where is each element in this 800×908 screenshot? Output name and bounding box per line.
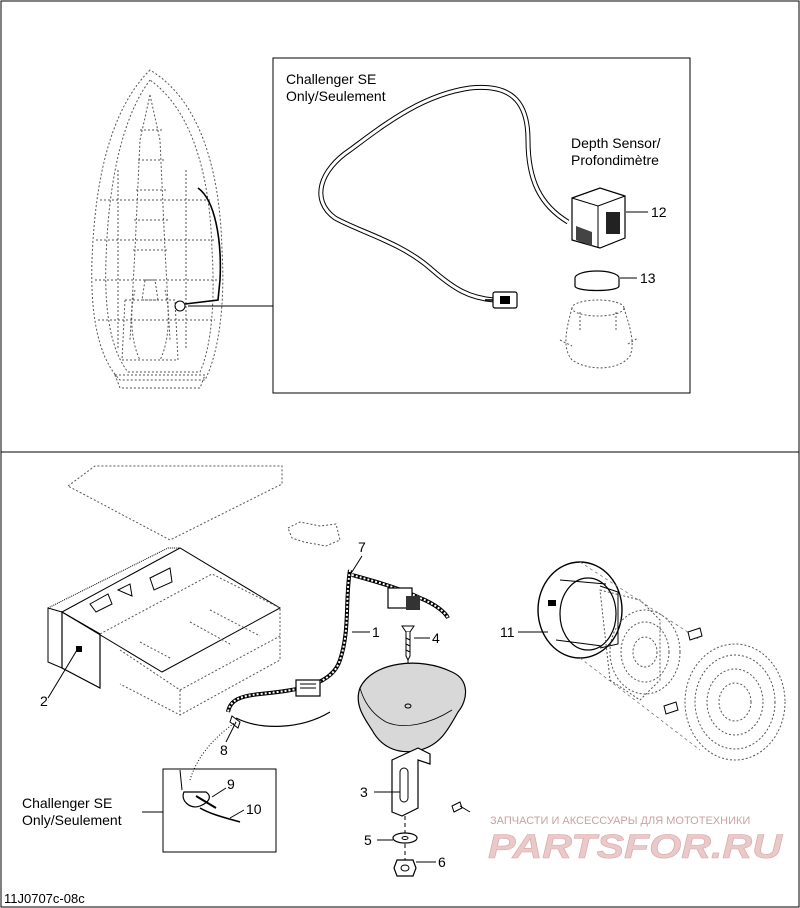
- small-screw-drawing: [451, 801, 471, 813]
- bottom-inset-title: Challenger SE Only/Seulement: [22, 795, 122, 828]
- callout-7-leader: [349, 555, 363, 576]
- callout-10-leader: [229, 809, 245, 819]
- callout-5: 5: [364, 832, 372, 848]
- radio-unit-part: [47, 547, 282, 716]
- depth-sensor-part: [571, 187, 626, 249]
- callout-8: 8: [220, 742, 228, 758]
- washer-part: [392, 832, 418, 844]
- callout-4: 4: [432, 630, 440, 646]
- watermark-brand: PARTSFOR.RU: [488, 828, 784, 866]
- callout-1: 1: [372, 624, 380, 640]
- depth-sensor-label-line2: Profondimètre: [571, 152, 659, 168]
- callout-11: 11: [500, 624, 515, 640]
- depth-sensor-cable: [318, 84, 570, 309]
- bottom-inset-box: [162, 768, 277, 853]
- callout-9-leader: [211, 787, 227, 798]
- fuse-holder-drawing: [179, 721, 241, 823]
- depth-sensor-label: Depth Sensor/ Profondimètre: [571, 135, 664, 168]
- speaker-assembly-part: [537, 561, 786, 761]
- callout-2-leader: [47, 649, 78, 699]
- small-bracket-drawing: [287, 521, 341, 547]
- bracket-part: [391, 747, 431, 860]
- depth-sensor-label-line1: Depth Sensor/: [571, 135, 661, 151]
- bottom-inset-title-line1: Challenger SE: [22, 795, 112, 811]
- top-inset-title-line2: Only/Seulement: [286, 88, 386, 104]
- sensor-mount-drawing: [559, 299, 639, 369]
- callout-9: 9: [227, 776, 235, 792]
- watermark-tagline: ЗАПЧАСТИ И АКСЕССУАРЫ ДЛЯ МОТОТЕХНИКИ: [490, 815, 750, 827]
- nut-part: [393, 859, 417, 877]
- callout-6: 6: [438, 854, 446, 870]
- callout-2: 2: [40, 693, 48, 709]
- boat-hull-drawing: [91, 69, 224, 389]
- top-inset-box: [272, 57, 691, 394]
- wire-harness-part: [226, 569, 450, 729]
- bottom-inset-title-line2: Only/Seulement: [22, 812, 122, 828]
- top-inset-title: Challenger SE Only/Seulement: [286, 71, 386, 104]
- callout-3: 3: [360, 784, 368, 800]
- top-inset-title-line1: Challenger SE: [286, 71, 376, 87]
- callout-10: 10: [246, 801, 262, 817]
- seat-cushion-drawing: [357, 662, 467, 753]
- dashed-cover-plate: [67, 465, 283, 541]
- sensor-cap-part: [574, 270, 620, 292]
- footer-code: 11J0707c-08c: [4, 891, 85, 906]
- callout-13: 13: [640, 270, 656, 286]
- callout-7: 7: [358, 539, 366, 555]
- callout-8-leader: [225, 721, 237, 743]
- callout-12: 12: [651, 204, 667, 220]
